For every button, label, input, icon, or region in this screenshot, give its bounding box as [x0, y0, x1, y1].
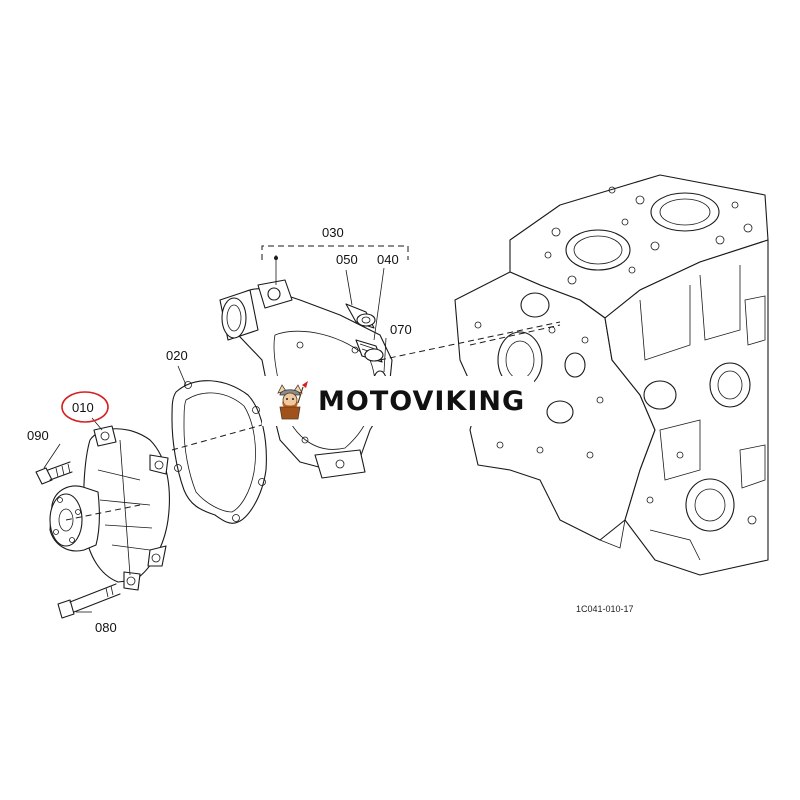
part-label-090: 090 — [27, 428, 49, 443]
fitting-040 — [355, 339, 384, 363]
part-label-010: 010 — [72, 400, 94, 415]
part-label-070: 070 — [390, 322, 412, 337]
gasket — [171, 380, 267, 524]
part-label-030: 030 — [322, 225, 344, 240]
viking-mascot-icon — [277, 381, 308, 420]
water-pump — [49, 425, 170, 591]
engine-block — [454, 174, 769, 576]
part-label-050: 050 — [336, 252, 358, 267]
fitting-050 — [345, 303, 376, 329]
watermark-banner: MOTOVIKING — [262, 376, 534, 426]
part-label-080: 080 — [95, 620, 117, 635]
part-label-020: 020 — [166, 348, 188, 363]
part-label-040: 040 — [377, 252, 399, 267]
bolt-080 — [57, 583, 121, 619]
part-labels: 030 050 040 070 020 010 090 080 1C041-01… — [27, 225, 634, 635]
highlight-circle — [61, 391, 109, 423]
diagram-reference-code: 1C041-010-17 — [576, 604, 634, 614]
bolt-090 — [35, 461, 73, 485]
watermark-brand-text: MOTOVIKING — [318, 385, 526, 417]
